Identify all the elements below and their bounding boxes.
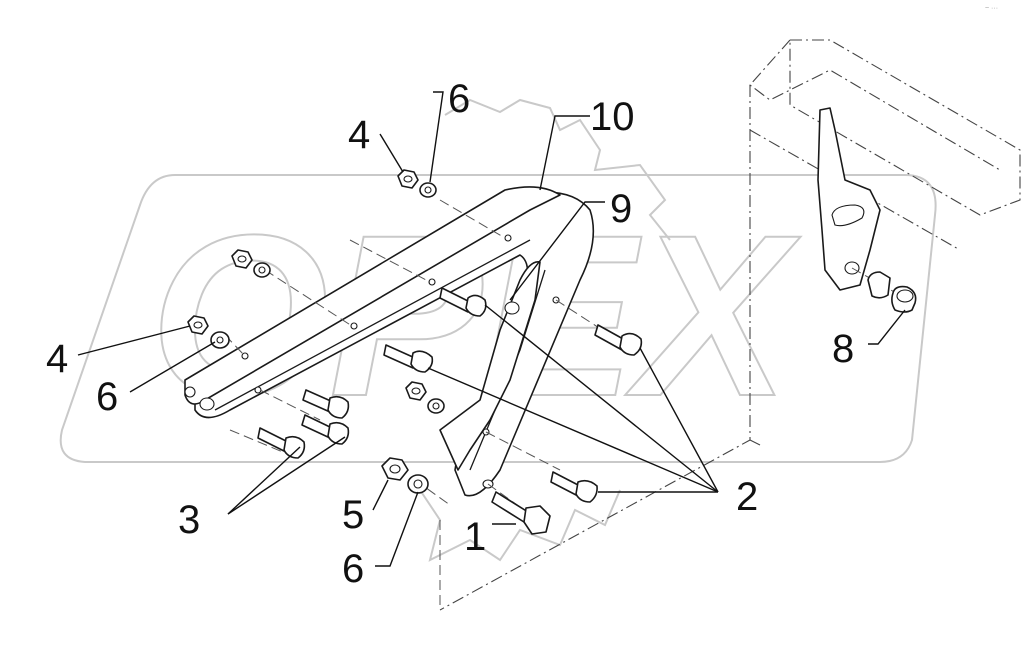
callout-6-left: 6 [96, 375, 118, 419]
bolts [257, 287, 643, 535]
callout-10: 10 [590, 95, 635, 139]
callout-3: 3 [178, 498, 200, 542]
bushing-part-8 [851, 267, 917, 313]
callouts: 1 2 3 4 4 5 6 6 6 8 9 10 [46, 77, 854, 591]
bolt-part-3 [302, 389, 350, 419]
callout-9: 9 [610, 187, 632, 231]
bolt-part-2 [594, 324, 643, 356]
nut-part-5 [381, 457, 409, 481]
washer-part-6 [253, 262, 271, 278]
bolt-part-2 [550, 471, 598, 503]
washer-part-6 [419, 182, 437, 198]
callout-8: 8 [832, 327, 854, 371]
bolt-part-2 [383, 344, 434, 373]
callout-4-left: 4 [46, 337, 68, 381]
nuts-and-washers [187, 169, 445, 494]
main-plate-part-10 [184, 186, 595, 497]
bracket-part-9 [439, 261, 541, 471]
nut-part-4 [405, 381, 427, 401]
washer-part-6 [427, 398, 445, 414]
washer-part-6 [210, 331, 230, 349]
nut-part-4 [187, 315, 209, 335]
bolt-part-3 [257, 427, 306, 459]
callout-2: 2 [736, 475, 758, 519]
callout-6-top: 6 [448, 77, 470, 121]
leader-lines [77, 91, 906, 567]
callout-4-top: 4 [348, 113, 370, 157]
callout-1: 1 [464, 515, 486, 559]
washer-part-6 [407, 474, 429, 494]
callout-6-bottom: 6 [342, 547, 364, 591]
frame-bracket [439, 39, 1021, 611]
nut-part-4 [397, 169, 419, 189]
nut-part-4 [231, 249, 253, 269]
bolt-part-1 [491, 491, 551, 535]
corner-mark: ~ ··· [985, 5, 998, 12]
bolt-part-2 [439, 287, 487, 317]
callout-5: 5 [342, 493, 364, 537]
